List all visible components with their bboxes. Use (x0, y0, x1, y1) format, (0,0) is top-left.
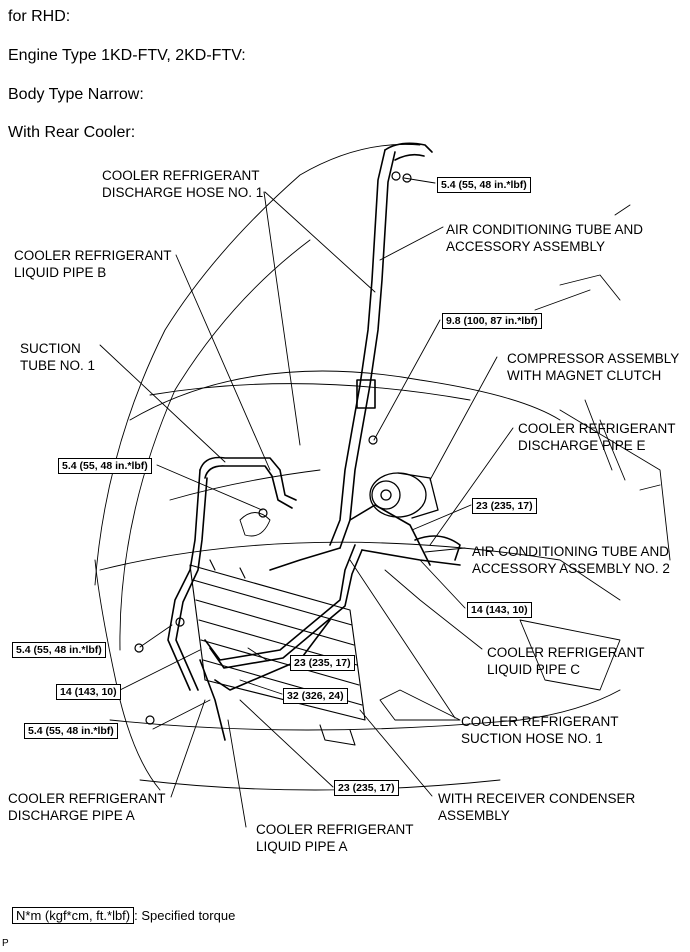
torque-box: 23 (235, 17) (334, 780, 399, 796)
figure-ref: P (2, 938, 9, 949)
torque-legend: N*m (kgf*cm, ft.*lbf): Specified torque (12, 907, 236, 924)
header-engine-type: Engine Type 1KD-FTV, 2KD-FTV: (8, 47, 246, 64)
torque-box: 14 (143, 10) (56, 684, 121, 700)
legend-unit-box: N*m (kgf*cm, ft.*lbf) (12, 907, 135, 924)
condenser-core (189, 559, 366, 746)
torque-box: 5.4 (55, 48 in.*lbf) (58, 458, 152, 474)
torque-box: 5.4 (55, 48 in.*lbf) (437, 177, 531, 193)
torque-box: 14 (143, 10) (467, 602, 532, 618)
header-body-type: Body Type Narrow: (8, 86, 144, 103)
bolts (134, 171, 412, 725)
leader-lines (99, 177, 514, 828)
torque-box: 23 (235, 17) (472, 498, 537, 514)
torque-box: 5.4 (55, 48 in.*lbf) (12, 642, 106, 658)
legend-text: : Specified torque (134, 908, 236, 923)
torque-box: 23 (235, 17) (290, 655, 355, 671)
torque-box: 32 (326, 24) (283, 688, 348, 704)
vehicle-body-outline (94, 143, 671, 791)
refrigerant-piping (167, 142, 461, 741)
header-rhd: for RHD: (8, 8, 71, 25)
torque-box: 5.4 (55, 48 in.*lbf) (24, 723, 118, 739)
compressor-assembly (369, 472, 439, 519)
torque-box: 9.8 (100, 87 in.*lbf) (442, 313, 542, 329)
header-rear-cooler: With Rear Cooler: (8, 124, 136, 141)
